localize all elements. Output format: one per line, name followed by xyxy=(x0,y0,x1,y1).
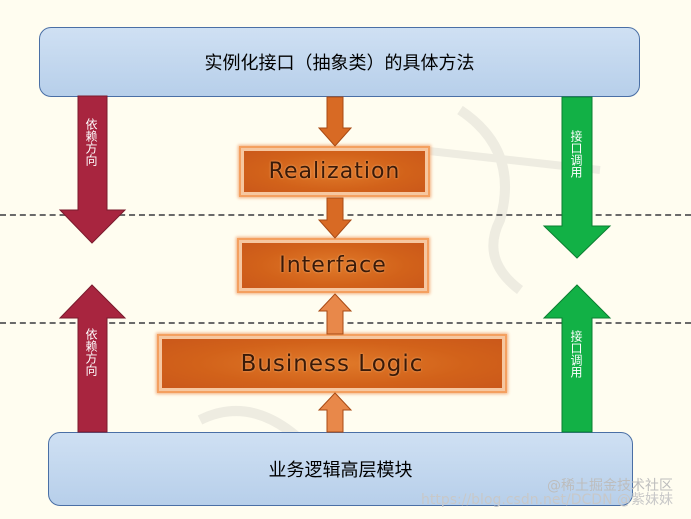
interface-label: Interface xyxy=(279,253,387,278)
interface-layer: Interface xyxy=(237,238,429,293)
right-top-arrow-label: 接口调用 xyxy=(569,130,583,178)
realization-label: Realization xyxy=(268,159,401,184)
business-logic-layer: Business Logic xyxy=(157,334,507,393)
top-box-text: 实例化接口（抽象类）的具体方法 xyxy=(204,53,475,74)
realization-layer: Realization xyxy=(239,146,430,197)
orange-arrow-top-to-realization xyxy=(317,96,353,147)
bottom-box-text: 业务逻辑高层模块 xyxy=(268,460,413,481)
dashed-separator-bottom xyxy=(0,322,691,324)
right-down-arrow xyxy=(542,96,612,259)
right-up-arrow xyxy=(542,284,612,433)
right-bottom-arrow-label: 接口调用 xyxy=(569,330,583,378)
left-down-arrow xyxy=(58,95,127,244)
left-bottom-arrow-label: 依赖方向 xyxy=(84,328,98,376)
left-top-arrow-label: 依赖方向 xyxy=(84,118,98,166)
orange-arrow-business-to-interface xyxy=(317,293,353,335)
orange-arrow-realization-to-interface xyxy=(317,197,353,239)
watermark-line-1: @稀土掘金技术社区 xyxy=(547,478,673,494)
dashed-separator-top xyxy=(0,214,691,216)
bottom-box: 业务逻辑高层模块 xyxy=(48,432,633,506)
left-up-arrow xyxy=(58,284,127,433)
watermark-line-2: https://blog.csdn.net/DCDN @紫妹妹 xyxy=(420,492,673,508)
business-logic-label: Business Logic xyxy=(240,350,424,377)
top-box: 实例化接口（抽象类）的具体方法 xyxy=(39,27,640,97)
orange-arrow-bottom-to-business xyxy=(317,392,353,433)
